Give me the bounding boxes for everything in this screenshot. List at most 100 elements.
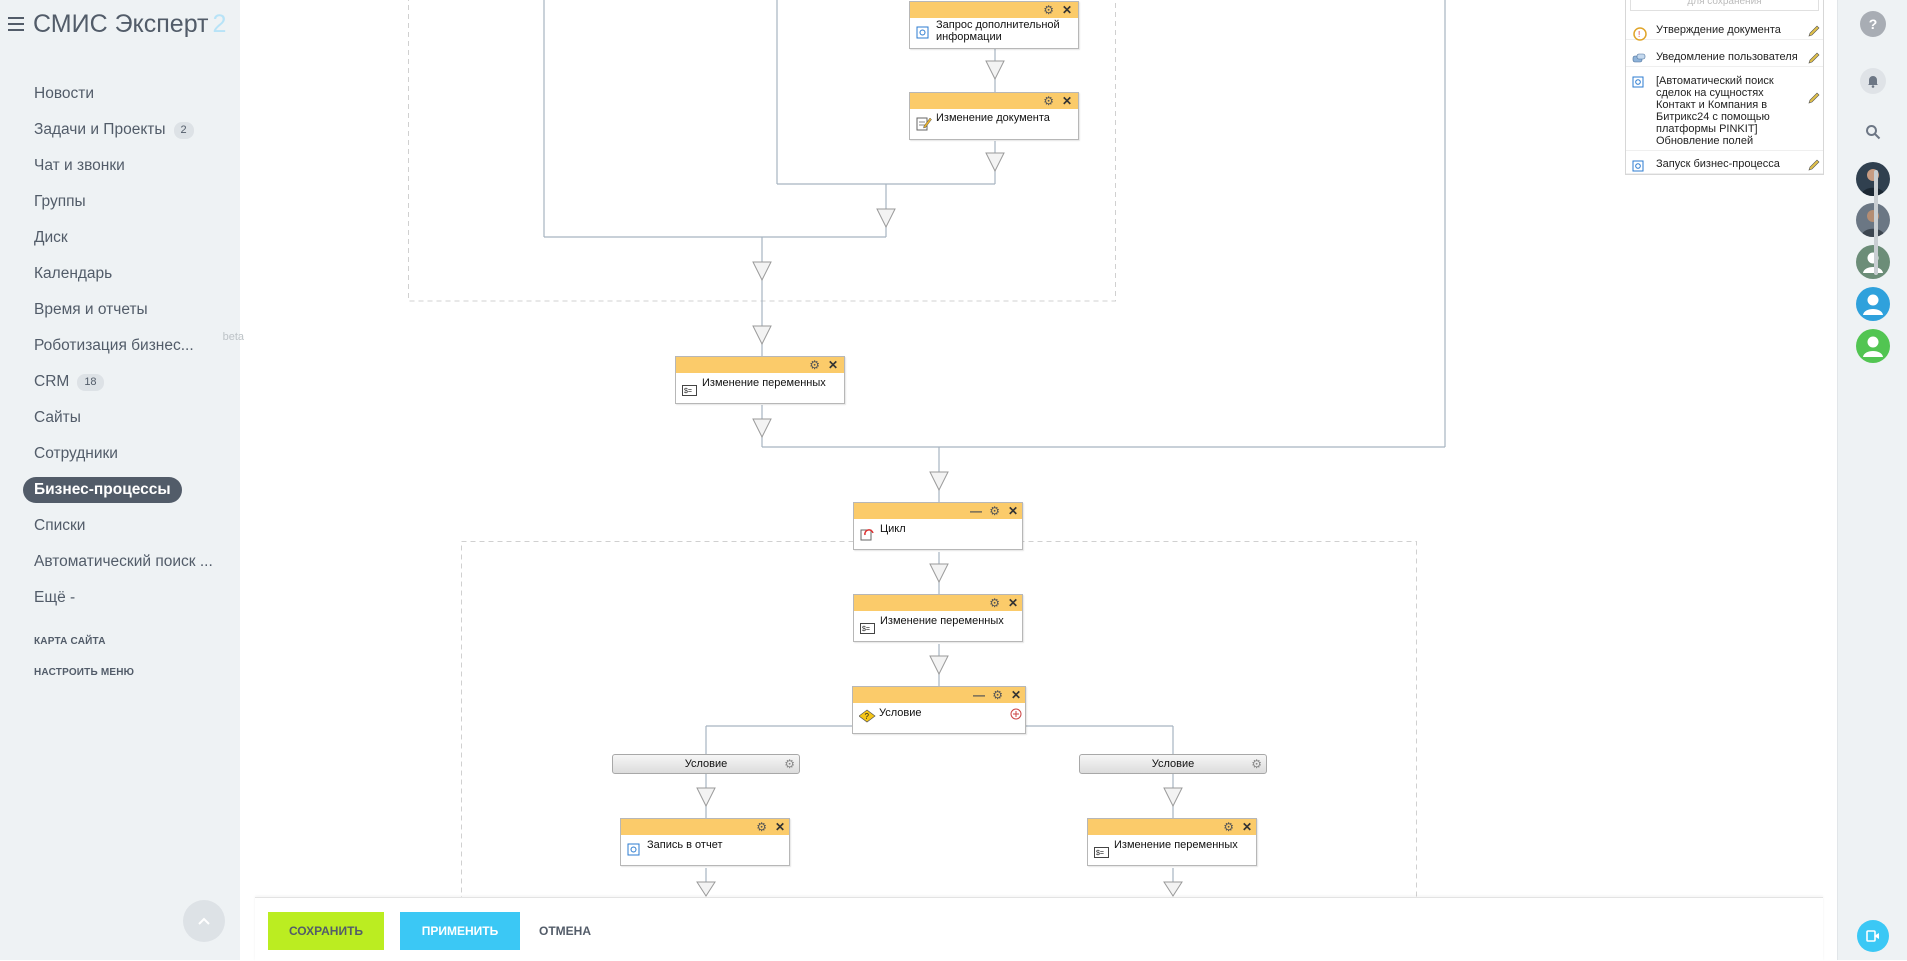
sidebar-item-time-reports[interactable]: Время и отчеты — [34, 301, 148, 318]
bp-designer-canvas[interactable]: ⚙ ✕ Запрос дополнительной информации ⚙ ✕… — [240, 0, 1837, 960]
settings-icon[interactable]: ⚙ — [756, 820, 767, 834]
settings-icon[interactable]: ⚙ — [809, 358, 820, 372]
variable-icon: $= — [682, 385, 697, 396]
collapse-icon[interactable]: — — [973, 688, 985, 702]
svg-text:?: ? — [865, 712, 870, 721]
sidebar-item-lists[interactable]: Списки — [34, 517, 86, 534]
user-avatar[interactable] — [1856, 162, 1890, 196]
user-avatar[interactable] — [1856, 329, 1890, 363]
activity-variable-change[interactable]: ⚙ ✕ $= Изменение переменных — [853, 594, 1023, 642]
sidebar-item-news[interactable]: Новости — [34, 85, 95, 102]
counter-badge: 2 — [173, 121, 194, 139]
cancel-button[interactable]: ОТМЕНА — [539, 924, 591, 938]
counter-badge: 18 — [77, 373, 104, 391]
close-icon[interactable]: ✕ — [1007, 596, 1018, 610]
activity-document-change[interactable]: ⚙ ✕ Изменение документа — [909, 92, 1079, 140]
edit-pencil-icon[interactable] — [1807, 51, 1821, 65]
activity-request-info[interactable]: ⚙ ✕ Запрос дополнительной информации — [909, 1, 1079, 49]
activity-variable-change[interactable]: ⚙ ✕ $= Изменение переменных — [1087, 818, 1257, 866]
palette-item-approve-document[interactable]: ! Утверждение документа — [1626, 21, 1823, 41]
close-icon[interactable]: ✕ — [1007, 504, 1018, 518]
search-icon[interactable] — [1860, 119, 1886, 145]
activity-loop[interactable]: — ⚙ ✕ Цикл — [853, 502, 1023, 550]
palette-top-text: для сохранения — [1630, 0, 1819, 11]
sidebar-item-chat[interactable]: Чат и звонки — [34, 157, 125, 174]
sidebar-item-employees[interactable]: Сотрудники — [34, 445, 118, 462]
notifications-bell-icon[interactable] — [1860, 68, 1886, 94]
settings-icon[interactable]: ⚙ — [992, 688, 1003, 702]
activity-title: Запись в отчет — [647, 839, 723, 851]
sidebar-item-calendar[interactable]: Календарь — [34, 265, 113, 282]
designer-footer: СОХРАНИТЬ ПРИМЕНИТЬ ОТМЕНА — [255, 897, 1823, 961]
document-edit-icon — [916, 117, 932, 131]
scroll-up-button[interactable] — [183, 900, 225, 942]
sidebar-item-auto-search[interactable]: Автоматический поиск ... — [34, 553, 213, 570]
help-icon[interactable]: ? — [1860, 11, 1886, 37]
sidebar-item-more[interactable]: Ещё - — [34, 589, 76, 606]
add-branch-icon[interactable] — [1010, 708, 1022, 720]
right-toolbar: ? — [1837, 0, 1907, 960]
close-icon[interactable]: ✕ — [1010, 688, 1021, 702]
sidebar-item-business-processes[interactable]: Бизнес-процессы — [22, 472, 237, 508]
close-icon[interactable]: ✕ — [827, 358, 838, 372]
sidebar-item-robotization[interactable]: Роботизация бизнес...beta — [34, 331, 244, 354]
branch-right-condition[interactable]: Условие ⚙ — [1079, 754, 1267, 774]
activity-title: Цикл — [880, 523, 906, 535]
activity-variable-change[interactable]: ⚙ ✕ $= Изменение переменных — [675, 356, 845, 404]
activity-log-record[interactable]: ⚙ ✕ Запись в отчет — [620, 818, 790, 866]
edit-pencil-icon[interactable] — [1807, 24, 1821, 38]
activity-title: Изменение переменных — [880, 615, 1004, 627]
right-scrollbar[interactable] — [1874, 170, 1878, 275]
activity-condition[interactable]: — ⚙ ✕ ? Условие — [852, 686, 1026, 734]
settings-icon[interactable]: ⚙ — [989, 504, 1000, 518]
palette-item-notify-user[interactable]: Уведомление пользователя — [1626, 48, 1823, 67]
settings-icon[interactable]: ⚙ — [1043, 94, 1054, 108]
user-avatar[interactable] — [1856, 245, 1890, 279]
settings-icon[interactable]: ⚙ — [1223, 820, 1234, 834]
svg-text:$=: $= — [684, 388, 692, 395]
branch-left-condition[interactable]: Условие ⚙ — [612, 754, 800, 774]
configure-menu-link[interactable]: НАСТРОИТЬ МЕНЮ — [34, 667, 135, 678]
beta-badge: beta — [222, 331, 244, 343]
settings-icon[interactable]: ⚙ — [989, 596, 1000, 610]
save-button[interactable]: СОХРАНИТЬ — [268, 912, 384, 950]
palette-item-pinkit-update-fields[interactable]: [Автоматический поиск сделок на сущностя… — [1626, 71, 1823, 151]
app-icon — [1632, 160, 1644, 172]
collapse-icon[interactable]: — — [970, 504, 982, 518]
svg-text:$=: $= — [1096, 850, 1104, 857]
open-messenger-icon[interactable] — [1857, 920, 1889, 952]
close-icon[interactable]: ✕ — [1241, 820, 1252, 834]
user-avatar[interactable] — [1856, 287, 1890, 321]
activity-title: Изменение переменных — [702, 377, 826, 389]
condition-icon: ? — [859, 709, 876, 723]
loop-icon — [860, 529, 874, 541]
settings-icon[interactable]: ⚙ — [784, 757, 795, 771]
close-icon[interactable]: ✕ — [1061, 94, 1072, 108]
sidebar-item-sites[interactable]: Сайты — [34, 409, 81, 426]
notify-icon — [1632, 53, 1646, 63]
palette-item-start-bp[interactable]: Запуск бизнес-процесса — [1626, 155, 1823, 174]
site-map-link[interactable]: КАРТА САЙТА — [34, 636, 106, 647]
variable-icon: $= — [860, 623, 875, 634]
sidebar-item-disk[interactable]: Диск — [34, 229, 68, 246]
user-avatar[interactable] — [1856, 203, 1890, 237]
edit-pencil-icon[interactable] — [1807, 91, 1821, 105]
svg-text:$=: $= — [862, 626, 870, 633]
activity-palette: для сохранения ! Утверждение документа У… — [1625, 0, 1824, 175]
apply-button[interactable]: ПРИМЕНИТЬ — [400, 912, 520, 950]
settings-icon[interactable]: ⚙ — [1043, 3, 1054, 17]
close-icon[interactable]: ✕ — [1061, 3, 1072, 17]
menu-burger-icon[interactable] — [8, 17, 24, 31]
app-icon — [627, 843, 640, 856]
close-icon[interactable]: ✕ — [774, 820, 785, 834]
app-icon — [1632, 76, 1644, 88]
sidebar-item-groups[interactable]: Группы — [34, 193, 86, 210]
edit-pencil-icon[interactable] — [1807, 158, 1821, 172]
activity-title: Изменение переменных — [1114, 839, 1238, 851]
settings-icon[interactable]: ⚙ — [1251, 757, 1262, 771]
